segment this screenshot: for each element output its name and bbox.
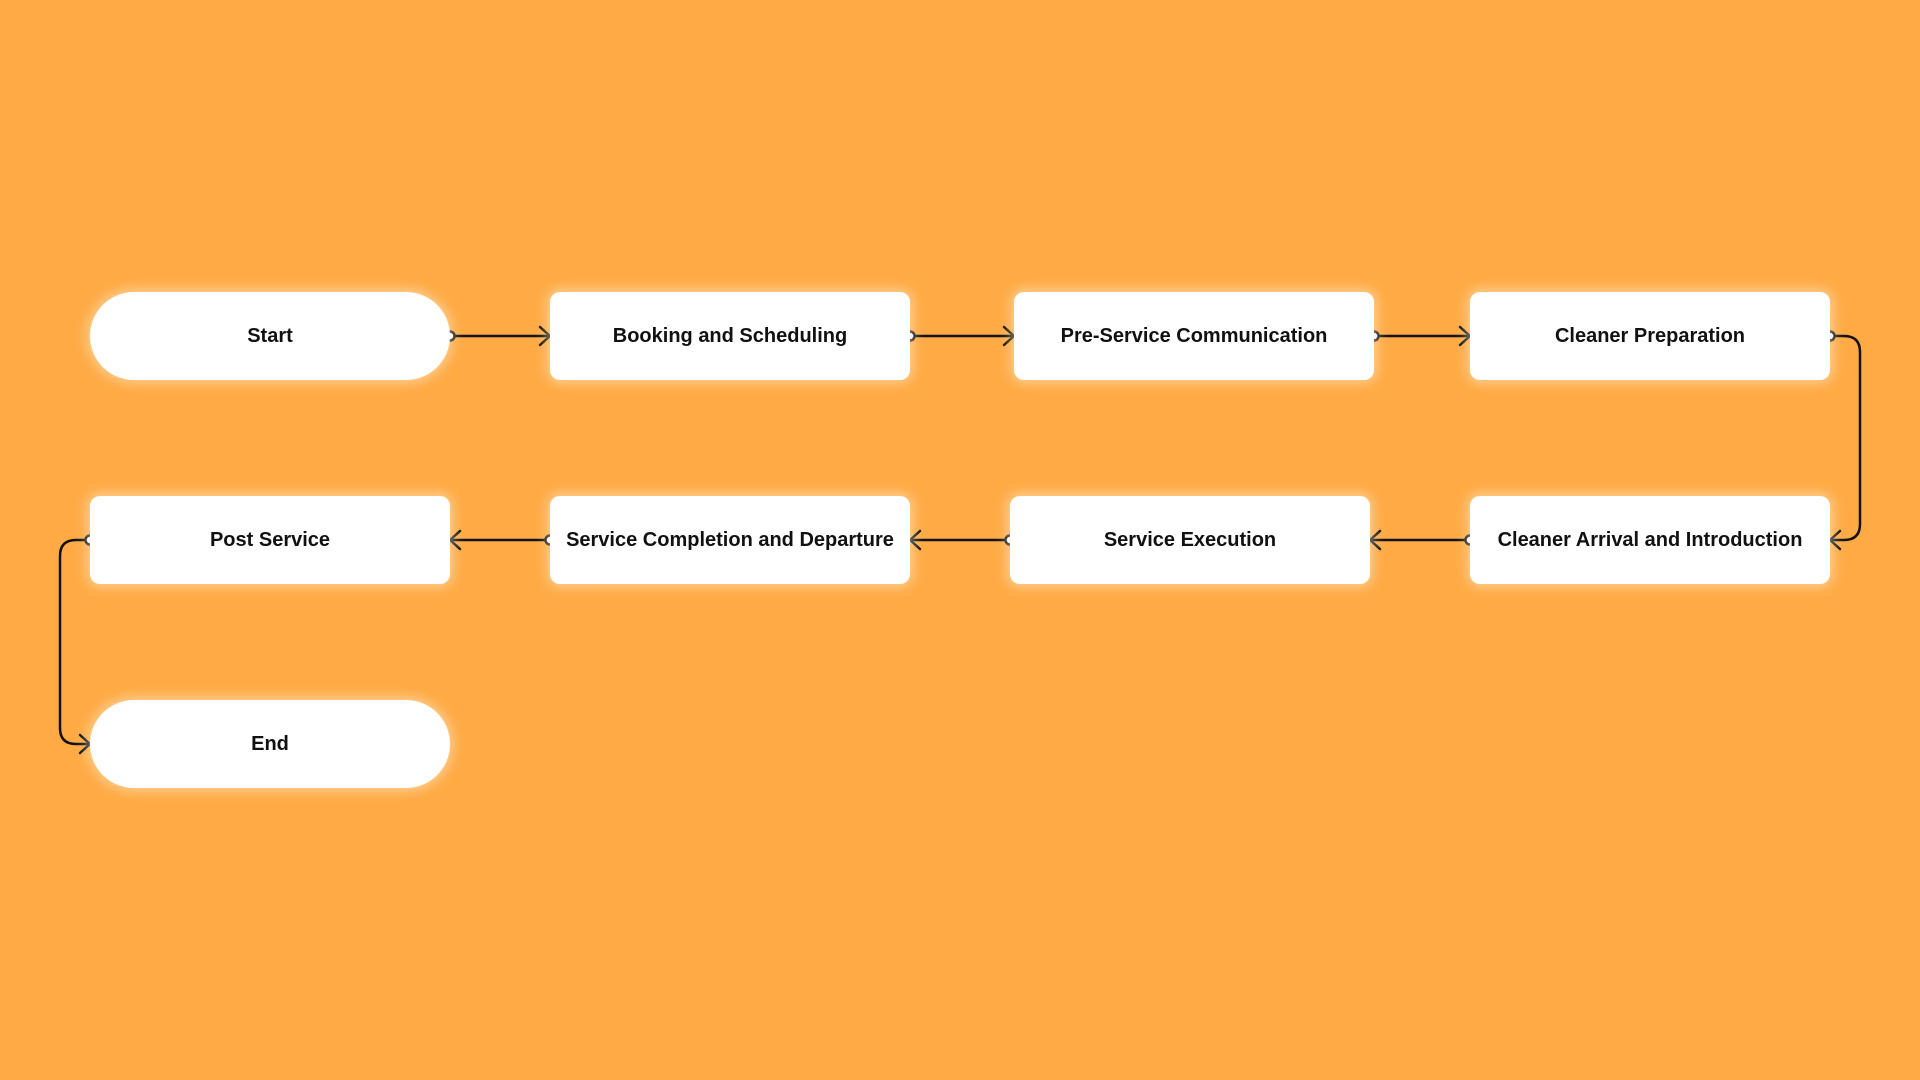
node-cleaner-arrival-and-introduction[interactable]: Cleaner Arrival and Introduction [1470,496,1830,584]
connector-start-to-booking [444,325,552,347]
node-preparation-label: Cleaner Preparation [1554,324,1746,347]
arrowhead-icon [908,529,922,551]
connector-preparation-to-arrival [1824,330,1862,551]
node-start[interactable]: Start [90,292,450,380]
connector-line [58,538,92,746]
node-arrival-label: Cleaner Arrival and Introduction [1497,528,1803,551]
node-completion-label: Service Completion and Departure [566,528,894,551]
connector-completion-to-post_service [448,529,556,551]
connector-booking-to-pre_service [904,325,1016,347]
node-pre-service-label: Pre-Service Communication [1060,324,1328,347]
arrowhead-icon [1368,529,1382,551]
node-start-label: Start [247,324,293,347]
connector-arrival-to-execution [1368,529,1476,551]
node-pre-service-communication[interactable]: Pre-Service Communication [1014,292,1374,380]
connector-pre_service-to-preparation [1368,325,1472,347]
connector-line [1828,334,1862,542]
node-end-label: End [251,732,289,755]
node-execution-label: Service Execution [1103,528,1277,551]
arrowhead-icon [1828,529,1842,551]
arrowhead-icon [448,529,462,551]
node-service-completion-and-departure[interactable]: Service Completion and Departure [550,496,910,584]
node-end[interactable]: End [90,700,450,788]
connector-execution-to-completion [908,529,1016,551]
node-booking-and-scheduling[interactable]: Booking and Scheduling [550,292,910,380]
node-post-service-label: Post Service [209,528,331,551]
node-service-execution[interactable]: Service Execution [1010,496,1370,584]
node-post-service[interactable]: Post Service [90,496,450,584]
node-booking-label: Booking and Scheduling [612,324,848,347]
node-cleaner-preparation[interactable]: Cleaner Preparation [1470,292,1830,380]
